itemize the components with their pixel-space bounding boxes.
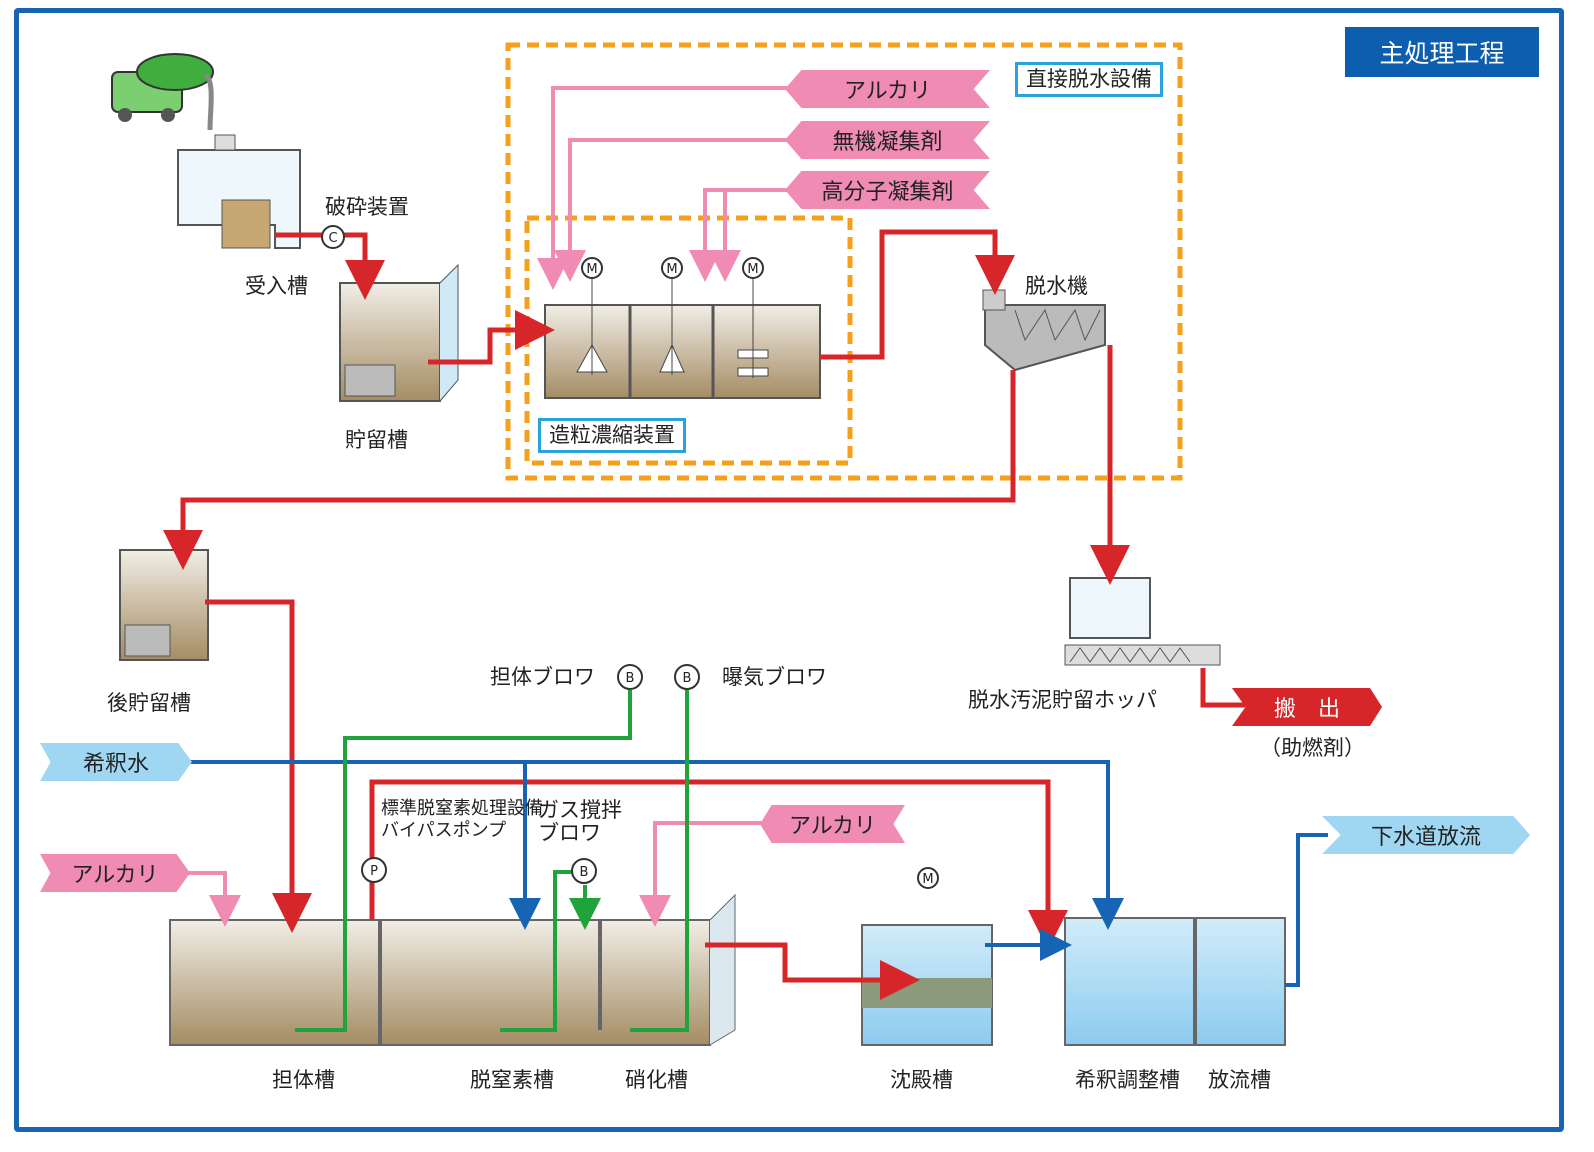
sludge-hopper-label: 脱水汚泥貯留ホッパ — [968, 688, 1157, 712]
denitrification-tank-label: 脱窒素槽 — [470, 1068, 554, 1092]
motor-symbol: M — [586, 262, 597, 277]
carrier-blower-label: 担体ブロワ — [490, 665, 595, 689]
blower-symbol: B — [683, 671, 692, 686]
post-storage-tank-label: 後貯留槽 — [107, 691, 191, 715]
sedimentation-tank — [861, 924, 993, 1046]
truck-icon — [111, 53, 214, 131]
nitrification-tank-label: 硝化槽 — [625, 1068, 688, 1092]
receiving-tank — [177, 134, 301, 249]
pump-symbol: P — [370, 864, 378, 879]
sewer-discharge-tag: 下水道放流 — [1322, 816, 1530, 854]
sedimentation-tank-label: 沈殿槽 — [890, 1068, 953, 1092]
sludge-lines — [163, 229, 1245, 1000]
air-lines — [295, 690, 689, 1032]
bypass-pump-label-line2: バイパスポンプ — [381, 820, 507, 841]
alkali-tag-left: アルカリ — [40, 854, 190, 892]
dewatering-machine — [982, 289, 1106, 372]
dilution-water-tag: 希釈水 — [40, 743, 192, 781]
blower-symbol: B — [580, 865, 589, 880]
dilution-discharge-tank — [1064, 917, 1286, 1046]
crusher-label: 破砕装置 — [325, 195, 409, 219]
motor-symbol: M — [666, 262, 677, 277]
storage-tank-label: 貯留槽 — [345, 428, 408, 452]
water-lines — [190, 760, 1328, 987]
granulation-thickener-tank — [544, 276, 821, 399]
sludge-hopper — [1064, 577, 1221, 666]
receiving-tank-label: 受入槽 — [245, 274, 308, 298]
gas-blower-label-line2: ブロワ — [538, 821, 601, 845]
alkali-tag-top: アルカリ — [785, 70, 990, 108]
discharge-tank-label: 放流槽 — [1208, 1068, 1271, 1092]
granulation-label: 造粒濃縮装置 — [538, 418, 686, 454]
dilution-adjust-tank-label: 希釈調整槽 — [1075, 1068, 1180, 1092]
direct-dewatering-section — [505, 42, 1183, 481]
motor-symbol: M — [747, 262, 758, 277]
aeration-blower-label: 曝気ブロワ — [722, 665, 827, 689]
equipment-symbols — [321, 225, 939, 889]
carrier-tank-label: 担体槽 — [272, 1068, 335, 1092]
polymer-coagulant-tag: 高分子凝集剤 — [785, 171, 990, 209]
page-title: 主処理工程 — [1345, 27, 1539, 77]
inorganic-coagulant-tag: 無機凝集剤 — [785, 121, 990, 159]
storage-tank — [339, 263, 459, 402]
crusher-symbol: C — [328, 231, 337, 246]
direct-dewatering-label: 直接脱水設備 — [1015, 62, 1163, 98]
carry-out-note: （助燃剤） — [1260, 736, 1365, 760]
post-storage-tank — [119, 549, 209, 661]
alkali-tag-mid: アルカリ — [760, 805, 905, 843]
gas-blower-label-line1: ガス撹拌 — [538, 798, 622, 822]
chemical-lines — [185, 86, 795, 927]
carry-out-tag: 搬 出 — [1232, 688, 1382, 726]
blower-symbol: B — [626, 671, 635, 686]
motor-symbol: M — [922, 872, 933, 887]
dewatering-machine-label: 脱水機 — [1025, 274, 1088, 298]
carrier-denitrification-nitrification-tanks — [169, 893, 736, 1046]
bypass-pump-label-line1: 標準脱窒素処理設備 — [381, 798, 543, 819]
